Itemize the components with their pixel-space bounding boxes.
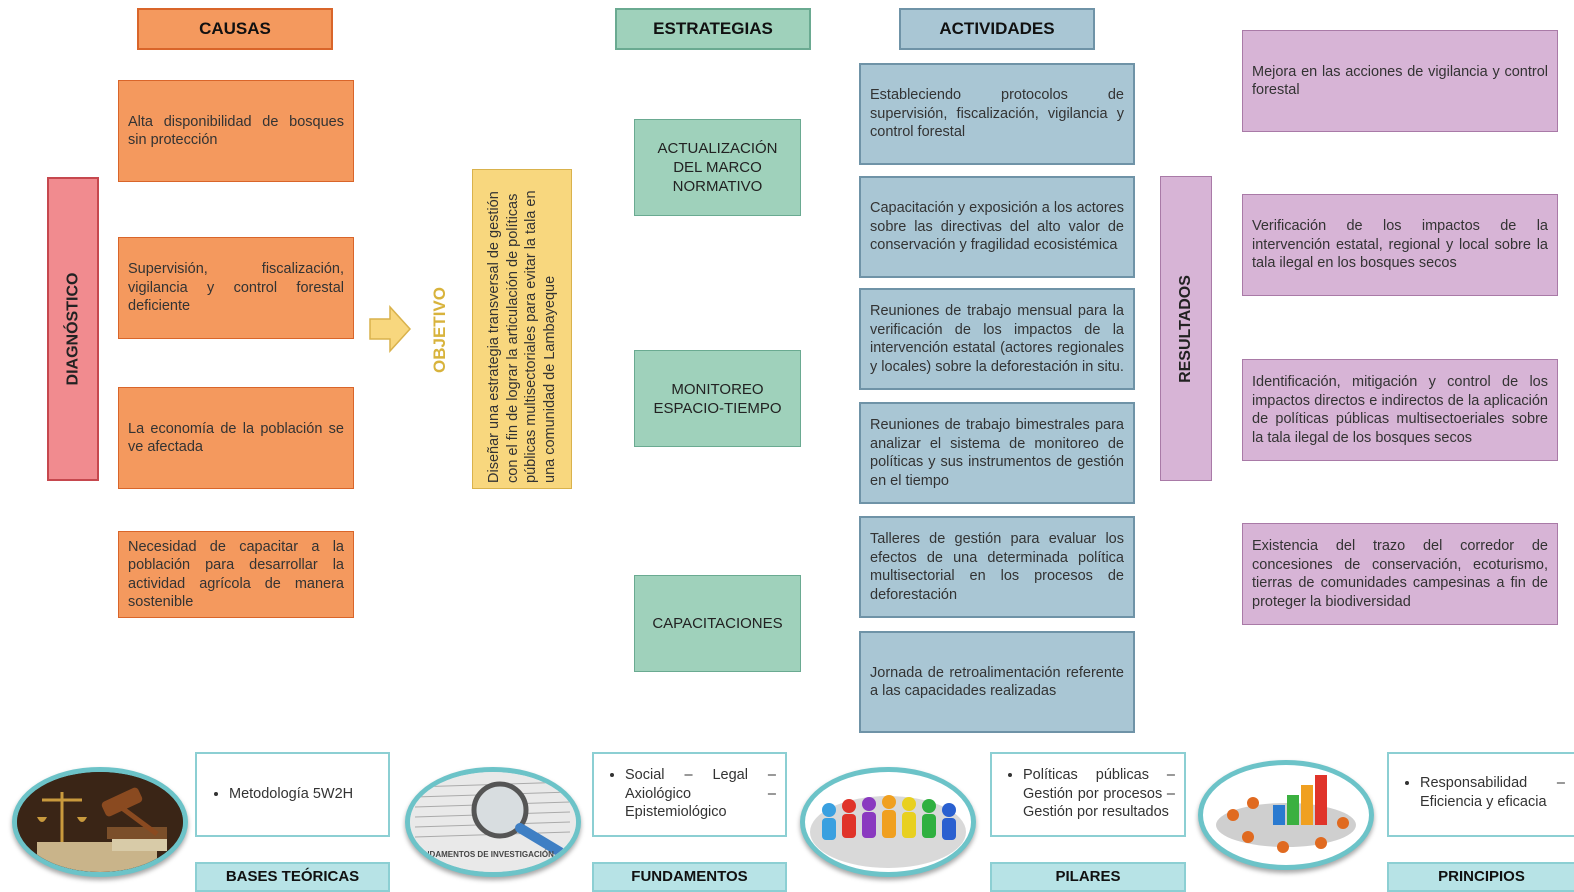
strategy-box-3: CAPACITACIONES (634, 575, 801, 672)
cause-box-4: Necesidad de capacitar a la población pa… (118, 531, 354, 618)
result-box-2: Verificación de los impactos de la inter… (1242, 194, 1558, 296)
meeting-icon (1216, 775, 1356, 853)
people-group-image (800, 767, 976, 877)
principios-label: PRINCIPIOS (1387, 862, 1574, 892)
result-box-4: Existencia del trazo del corredor de con… (1242, 523, 1558, 625)
magnifier-icon: UNDAMENTOS DE INVESTIGACIÓN (410, 772, 576, 872)
activity-box-1: Estableciendo protocolos de supervisión,… (859, 63, 1135, 165)
objetivo-box: Diseñar una estrategia transversal de ge… (472, 169, 572, 489)
result-box-3: Identificación, mitigación y control de … (1242, 359, 1558, 461)
pilares-label: PILARES (990, 862, 1186, 892)
pilares-box: Políticas públicas – Gestión por proceso… (990, 752, 1186, 837)
bases-teoricas-label: BASES TEÓRICAS (195, 862, 390, 892)
objetivo-label: OBJETIVO (430, 287, 449, 373)
activity-box-3: Reuniones de trabajo mensual para la ver… (859, 288, 1135, 390)
gavel-icon (17, 772, 183, 872)
diagnostico-box: DIAGNÓSTICO (47, 177, 99, 481)
fundamentos-label: FUNDAMENTOS (592, 862, 787, 892)
strategy-box-2: MONITOREO ESPACIO-TIEMPO (634, 350, 801, 447)
header-actividades: ACTIVIDADES (899, 8, 1095, 50)
fundamentos-box: Social – Legal – Axiológico – Epistemiol… (592, 752, 787, 837)
strategy-box-1: ACTUALIZACIÓN DEL MARCO NORMATIVO (634, 119, 801, 216)
header-estrategias: ESTRATEGIAS (615, 8, 811, 50)
meeting-chart-image (1198, 760, 1374, 870)
activity-box-2: Capacitación y exposición a los actores … (859, 176, 1135, 278)
book-caption: UNDAMENTOS DE INVESTIGACIÓN (418, 850, 554, 859)
justice-scale-gavel-image (12, 767, 188, 877)
magnifier-book-image: UNDAMENTOS DE INVESTIGACIÓN (405, 767, 581, 877)
right-arrow-icon (369, 305, 412, 353)
bases-teoricas-box: Metodología 5W2H (195, 752, 390, 837)
cause-box-3: La economía de la población se ve afecta… (118, 387, 354, 489)
header-causas: CAUSAS (137, 8, 333, 50)
people-icon (810, 795, 966, 868)
objetivo-text: Diseñar una estrategia transversal de ge… (486, 190, 558, 483)
resultados-box: RESULTADOS (1160, 176, 1212, 481)
activity-box-6: Jornada de retroalimentación referente a… (859, 631, 1135, 733)
result-box-1: Mejora en las acciones de vigilancia y c… (1242, 30, 1558, 132)
activity-box-4: Reuniones de trabajo bimestrales para an… (859, 402, 1135, 504)
cause-box-2: Supervisión, fiscalización, vigilancia y… (118, 237, 354, 339)
cause-box-1: Alta disponibilidad de bosques sin prote… (118, 80, 354, 182)
principios-box: Responsabilidad – Eficiencia y eficacia (1387, 752, 1574, 837)
activity-box-5: Talleres de gestión para evaluar los efe… (859, 516, 1135, 618)
